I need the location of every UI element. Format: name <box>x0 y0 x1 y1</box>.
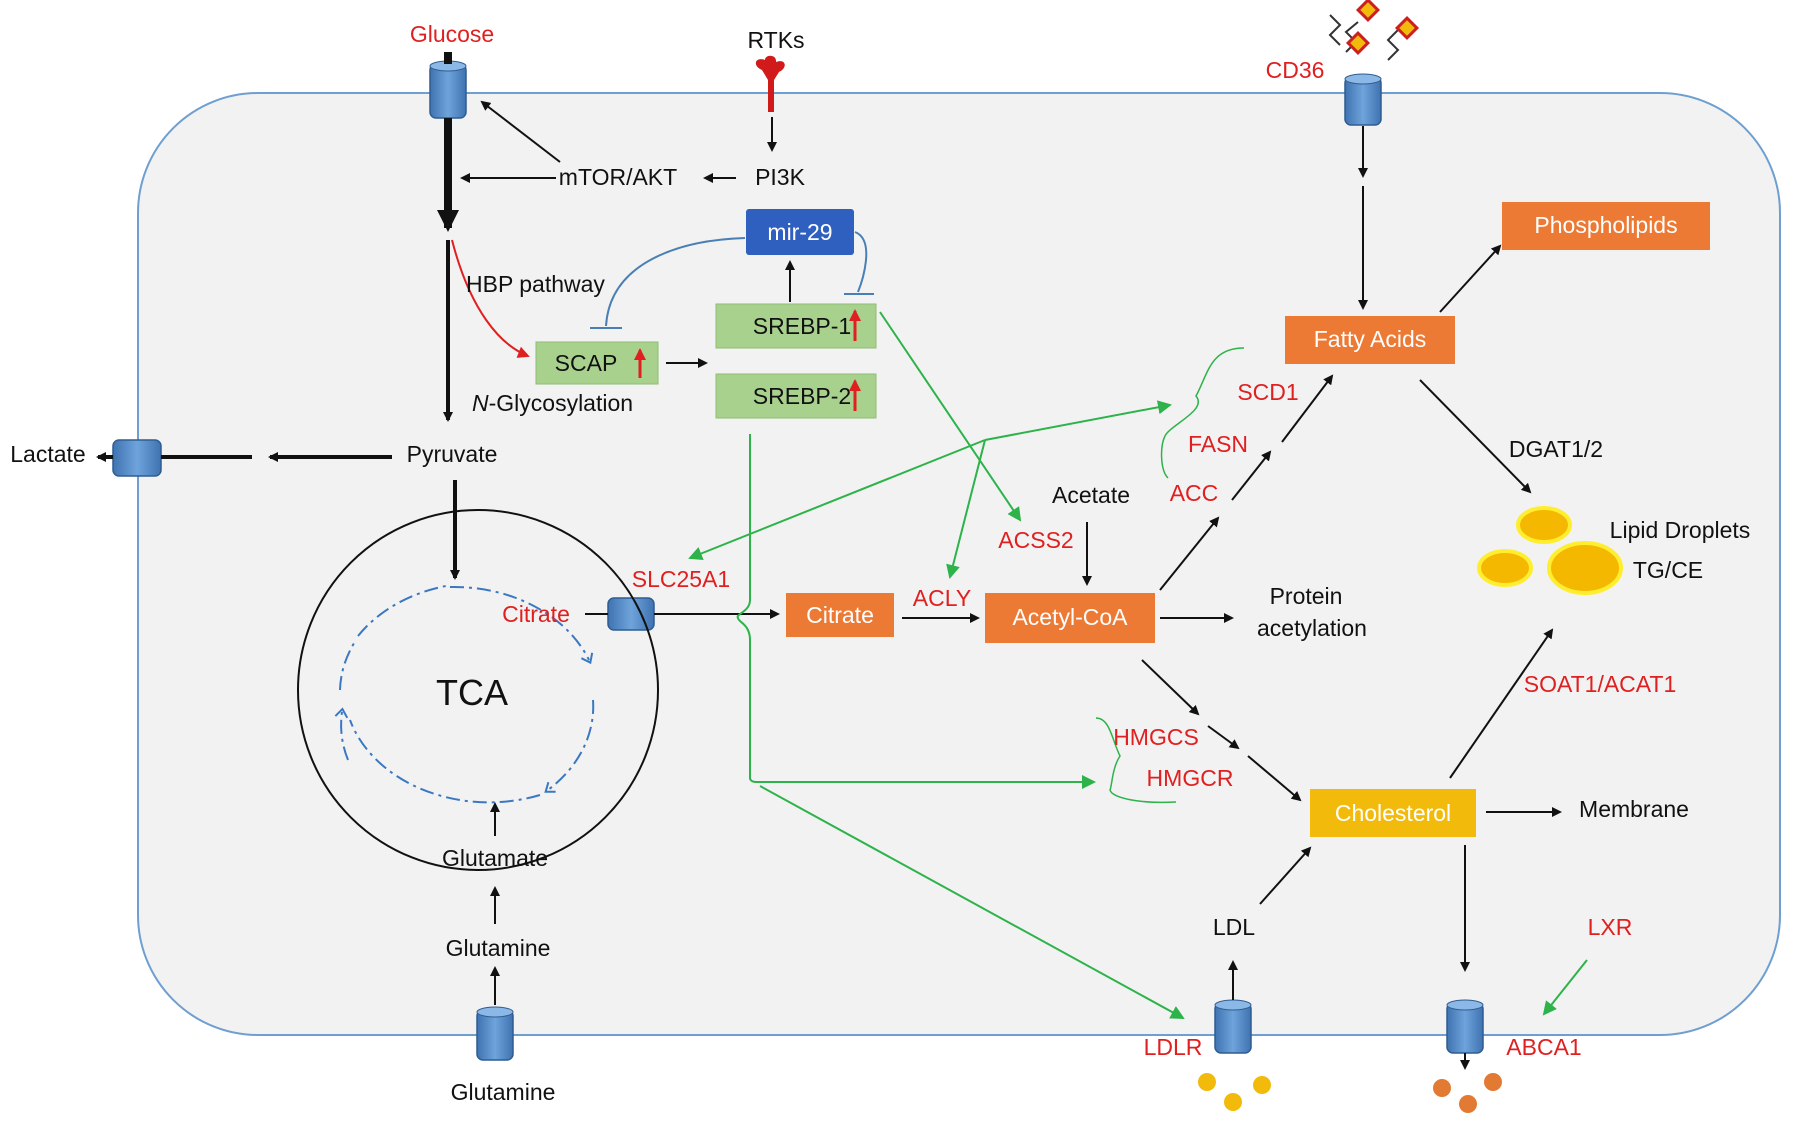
slc25a1-label: SLC25A1 <box>632 566 730 592</box>
green-regulation-arrows <box>688 311 1588 1019</box>
glutamate-label: Glutamate <box>442 845 548 871</box>
citrate-box: Citrate <box>786 593 894 637</box>
lipid-droplets-label: Lipid Droplets <box>1610 517 1751 543</box>
hbp-pathway-label: HBP pathway <box>466 271 605 297</box>
fatty-acids-box: Fatty Acids <box>1285 316 1455 364</box>
pi3k-label: PI3K <box>755 164 806 190</box>
phospholipids-box: Phospholipids <box>1502 202 1710 250</box>
n-glycosylation-label: N-Glycosylation <box>472 390 633 416</box>
scap-label: SCAP <box>555 350 618 376</box>
lipid-droplets-icon <box>1477 506 1623 595</box>
glucose-transporter <box>429 60 467 119</box>
ldlr-transporter <box>1214 999 1252 1054</box>
tca-label: TCA <box>436 672 508 713</box>
rtk-receptor-icon <box>755 55 785 112</box>
hbp-red-arrow <box>451 239 530 358</box>
srebp1-label: SREBP-1 <box>753 313 851 339</box>
glutamine-inside-label: Glutamine <box>446 935 551 961</box>
citrate-mito-label: Citrate <box>502 601 570 627</box>
n-glycosylation-rest: -Glycosylation <box>489 390 633 416</box>
glucose-label: Glucose <box>410 21 494 47</box>
acetyl-coa-box: Acetyl-CoA <box>985 593 1155 643</box>
cd36-transporter <box>1344 73 1382 126</box>
phospholipids-label: Phospholipids <box>1534 212 1677 238</box>
scap-box: SCAP <box>535 341 659 385</box>
lxr-label: LXR <box>1588 914 1633 940</box>
tg-ce-label: TG/CE <box>1633 557 1703 583</box>
cd36-label: CD36 <box>1266 57 1325 83</box>
lactate-transporter <box>112 439 162 477</box>
hmgcs-label: HMGCS <box>1113 724 1199 750</box>
acetate-label: Acetate <box>1052 482 1130 508</box>
enzyme-braces <box>1095 347 1245 804</box>
acly-label: ACLY <box>913 585 971 611</box>
fatty-acids-label: Fatty Acids <box>1314 326 1426 352</box>
mir29-inhibition <box>590 231 874 329</box>
membrane-label: Membrane <box>1579 796 1689 822</box>
ldlr-label: LDLR <box>1144 1034 1203 1060</box>
glutamine-transporter <box>476 1006 514 1061</box>
n-glycosylation-italic: N <box>472 390 489 416</box>
abca1-label: ABCA1 <box>1506 1034 1581 1060</box>
mir29-label: mir-29 <box>767 219 832 245</box>
hmgcr-label: HMGCR <box>1147 765 1234 791</box>
rtks-label: RTKs <box>747 27 804 53</box>
cholesterol-label: Cholesterol <box>1335 800 1451 826</box>
abca1-transporter <box>1446 999 1484 1054</box>
lactate-label: Lactate <box>10 441 85 467</box>
ldl-particles-icon <box>1198 1073 1271 1111</box>
cholesterol-box: Cholesterol <box>1310 789 1476 837</box>
pyruvate-label: Pyruvate <box>407 441 498 467</box>
glutamine-outside-label: Glutamine <box>451 1079 556 1105</box>
mir29-box: mir-29 <box>746 209 854 255</box>
protein-acetylation-label-1: Protein <box>1270 583 1343 609</box>
dgat-label: DGAT1/2 <box>1509 436 1603 462</box>
fasn-label: FASN <box>1188 431 1248 457</box>
soat-label: SOAT1/ACAT1 <box>1524 671 1677 697</box>
ldl-label: LDL <box>1213 914 1255 940</box>
cholesterol-efflux-particles-icon <box>1433 1073 1502 1113</box>
srebp2-box: SREBP-2 <box>715 373 877 419</box>
citrate-label: Citrate <box>806 602 874 628</box>
mtor-akt-label: mTOR/AKT <box>559 164 677 190</box>
black-arrows <box>96 52 1562 1070</box>
scd1-label: SCD1 <box>1237 379 1298 405</box>
srebp1-box: SREBP-1 <box>715 303 877 349</box>
acetyl-coa-label: Acetyl-CoA <box>1012 604 1128 630</box>
acss2-label: ACSS2 <box>998 527 1073 553</box>
tca-cycle-arrows <box>334 585 595 804</box>
mitochondrion <box>297 509 659 871</box>
protein-acetylation-label-2: acetylation <box>1257 615 1367 641</box>
fatty-acid-molecules-icon <box>1328 0 1420 61</box>
acc-label: ACC <box>1170 480 1219 506</box>
slc25a1-transporter <box>607 597 655 631</box>
srebp2-label: SREBP-2 <box>753 383 851 409</box>
